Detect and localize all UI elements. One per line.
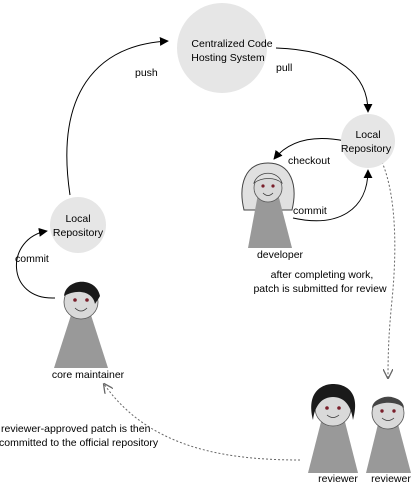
central-hosting-node: Centralized Code Hosting System [177, 3, 273, 93]
developer-eye-left-icon [261, 184, 265, 188]
reviewer-2-body [366, 420, 411, 473]
reviewer-1-label: reviewer [318, 473, 358, 482]
svg-text:Centralized Code: Centralized Code [191, 38, 272, 50]
checkout-arrow [273, 138, 346, 160]
reviewer-2-eye-right-icon [392, 409, 396, 413]
core-maintainer-body [54, 312, 108, 368]
commit-right-arrow [292, 169, 373, 222]
submitted-note-line2: patch is submitted for review [253, 283, 386, 295]
developer-eye-right-icon [271, 184, 275, 188]
reviewer-2-hair [372, 397, 404, 408]
local-repository-right-node: Local Repository [341, 114, 395, 168]
pull-label: pull [276, 62, 292, 74]
approved-commit-arrow [104, 384, 301, 461]
core-maintainer-hair [64, 281, 100, 304]
reviewer-2-eye-left-icon [380, 409, 384, 413]
core-maintainer-figure: core maintainer [52, 281, 125, 381]
svg-text:Repository: Repository [341, 143, 392, 155]
developer-label: developer [257, 249, 304, 261]
approved-note-line1: reviewer-approved patch is then [1, 423, 151, 435]
reviewer-1-eye-left-icon [325, 406, 329, 410]
svg-text:Local: Local [65, 213, 90, 225]
commit-right-label: commit [293, 205, 327, 217]
push-label: push [135, 67, 158, 79]
svg-text:Repository: Repository [53, 227, 104, 239]
submit-for-review-arrow [381, 161, 396, 378]
reviewer-2-figure: reviewer [366, 396, 411, 482]
developer-body [248, 194, 292, 248]
commit-left-arrow [15, 227, 56, 299]
approved-note-line2: committed to the official repository [0, 437, 159, 449]
svg-text:Local: Local [355, 129, 380, 141]
commit-left-label: commit [15, 253, 49, 265]
developer-figure: developer [241, 162, 304, 261]
push-arrow [66, 36, 169, 196]
checkout-label: checkout [288, 155, 330, 167]
reviewer-1-body [308, 418, 358, 473]
reviewer-1-figure: reviewer [308, 384, 358, 482]
core-maintainer-eye-left-icon [73, 298, 77, 302]
reviewer-1-hair [311, 384, 356, 420]
svg-text:Hosting System: Hosting System [191, 52, 265, 64]
core-maintainer-label: core maintainer [52, 369, 125, 381]
pull-arrow [275, 47, 373, 113]
local-repository-left-node: Local Repository [50, 197, 106, 253]
reviewer-1-eye-right-icon [337, 406, 341, 410]
submitted-note-line1: after completing work, [271, 269, 374, 281]
core-maintainer-eye-right-icon [85, 298, 89, 302]
reviewer-2-label: reviewer [371, 473, 411, 482]
